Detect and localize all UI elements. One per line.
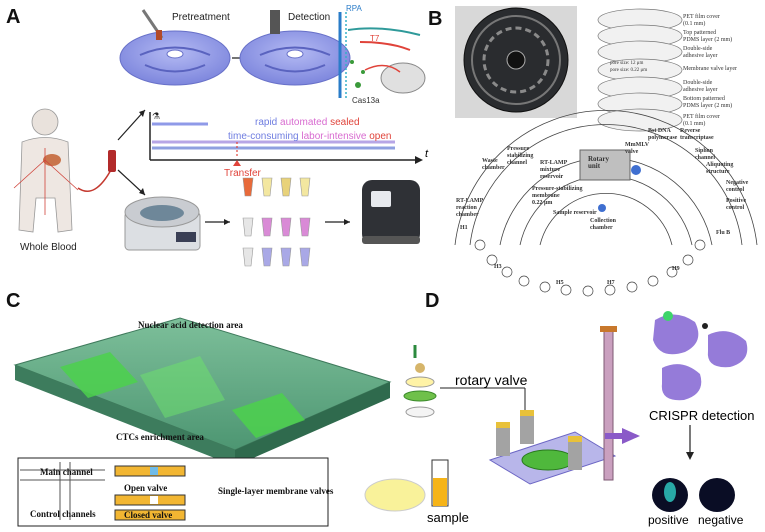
panel-label-d: D xyxy=(425,290,440,312)
h9-label: H9 xyxy=(672,266,680,272)
negative-control-label: Negative control xyxy=(726,180,749,193)
sample-tube xyxy=(431,459,449,507)
ctcs-chamber xyxy=(140,356,225,418)
open-text: open xyxy=(369,131,392,142)
mmlv-valve-dot xyxy=(631,165,641,175)
membrane-dot xyxy=(598,204,606,212)
arrow-down xyxy=(117,169,146,196)
reaction-chambers xyxy=(474,239,706,297)
automated-text: automated xyxy=(280,117,328,128)
reverse-transcriptase-label: Reverse transcriptase xyxy=(680,128,714,141)
t7-label: T7 xyxy=(370,34,380,43)
rpa-label: RPA xyxy=(346,4,362,13)
cas13a-label: Cas13a xyxy=(352,96,380,105)
detection-area-right xyxy=(232,393,305,438)
blood-tube-line xyxy=(77,167,113,192)
detector-icon xyxy=(270,10,280,34)
layer-label-5: Membrane valve layer xyxy=(683,66,737,72)
time-axis-label: t xyxy=(425,148,429,160)
membrane-valves-label: Single-layer membrane valves xyxy=(218,486,334,496)
pressure-membrane-label: Pressure-stabilizing membrane 0.22 μm xyxy=(532,186,583,206)
rotary-unit-box xyxy=(579,149,631,181)
detection-area-left xyxy=(60,352,138,398)
arrow-to-crispr xyxy=(622,428,640,444)
disc-detection xyxy=(239,30,351,86)
positive-label: positive xyxy=(648,513,689,527)
tubes-grid xyxy=(242,177,311,267)
blood-vial-icon xyxy=(108,150,116,172)
transfer-marker xyxy=(233,160,241,166)
control-channels-label: Control channels xyxy=(30,509,96,519)
centrifuge-icon xyxy=(124,196,201,251)
slow-descriptors: time-consuming labor-intensive open xyxy=(228,131,391,142)
sample-label: sample xyxy=(427,510,469,525)
crispr-illustration xyxy=(653,311,748,401)
rotary-device xyxy=(488,326,617,485)
pretreatment-label: Pretreatment xyxy=(172,12,230,23)
time-consuming-text: time-consuming xyxy=(228,131,299,142)
waste-chamber-label: Waste chamber xyxy=(482,158,505,171)
negative-well xyxy=(699,478,735,512)
pressure-channel-label: Pressure stabilizing channel xyxy=(507,146,534,166)
rotary-valve-label: rotary valve xyxy=(455,372,528,388)
main-channel-label: Main channel xyxy=(40,467,93,477)
sample-bubble xyxy=(364,478,426,512)
panel-label-c: C xyxy=(6,290,21,312)
layer-label-6: Double-side adhesive layer xyxy=(683,80,718,93)
valve-exploded-icon xyxy=(403,345,437,418)
open-valve-label: Open valve xyxy=(124,483,168,493)
layer-label-3: Double-side adhesive layer xyxy=(683,46,718,59)
mmlv-label: MmMLV valve xyxy=(625,142,650,155)
layer-label-2: Top patterned PDMS layer (2 mm) xyxy=(683,30,733,43)
panel-label-a: A xyxy=(6,6,21,28)
layer-label-4: pore size: 12 μm pore size: 0.22 μm xyxy=(610,61,648,73)
layer-label-1: PET film cover (0.1 mm) xyxy=(683,14,720,27)
labor-intensive-text: labor-intensive xyxy=(301,131,367,142)
h1-label: H1 xyxy=(460,225,468,231)
panel-label-b: B xyxy=(428,8,443,30)
disc-pretreatment xyxy=(119,30,231,86)
human-body-icon xyxy=(13,108,79,233)
microfluidic-chip xyxy=(13,317,392,466)
h7-label: H7 xyxy=(607,280,615,286)
positive-control-label: Positive control xyxy=(726,198,746,211)
svg-text:⚗: ⚗ xyxy=(152,111,160,121)
flu-b-label: Flu B xyxy=(716,230,731,236)
ctcs-area-label: CTCs enrichment area xyxy=(116,432,204,442)
rt-lamp-chamber-label: RT-LAMP reaction chamber xyxy=(456,198,484,218)
rpa-schematic xyxy=(338,12,426,98)
arrow-up xyxy=(117,109,146,141)
closed-valve-label: Closed valve xyxy=(124,510,173,520)
transfer-label: Transfer xyxy=(224,168,261,179)
layer-label-7: Bottom patterned PDMS layer (2 mm) xyxy=(683,96,733,109)
bst-label: Bst DNA polymerase xyxy=(648,128,678,141)
detection-instrument-icon xyxy=(362,180,420,244)
collection-chamber-label: Collection chamber xyxy=(590,218,616,231)
crispr-label: CRISPR detection xyxy=(649,408,755,423)
whole-blood-label: Whole Blood xyxy=(20,242,77,253)
rapid-text: rapid xyxy=(255,117,278,128)
negative-label: negative xyxy=(698,513,744,527)
rt-lamp-mixture-label: RT-LAMP mixture reservoir xyxy=(540,160,568,180)
layer-label-8: PET film cover (0.1 mm) xyxy=(683,114,720,127)
sample-reservoir-label: Sample reservoir xyxy=(553,210,597,216)
aliquoting-label: Aliquoting structure xyxy=(706,162,734,175)
sealed-text: sealed xyxy=(330,117,360,128)
nucleic-area-label: Nuclear acid detection area xyxy=(138,320,243,330)
exploded-layers xyxy=(597,8,683,132)
fast-descriptors: rapid automated sealed xyxy=(255,117,360,128)
h5-label: H5 xyxy=(556,280,564,286)
rotary-unit-label: Rotary unit xyxy=(588,155,609,170)
detection-label: Detection xyxy=(288,12,331,23)
siphon-label: Siphon channel xyxy=(695,148,716,161)
h3-label: H3 xyxy=(494,264,502,270)
